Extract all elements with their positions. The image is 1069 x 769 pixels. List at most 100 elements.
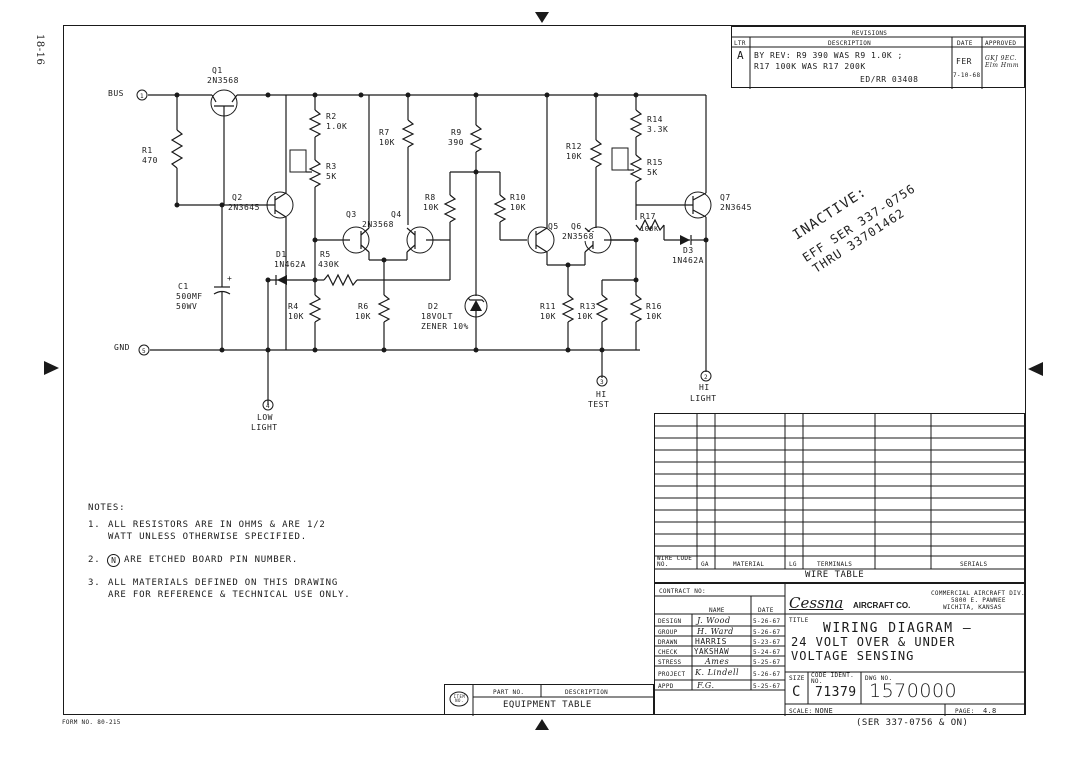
r14-value: 3.3K [647, 125, 669, 134]
r3-value: 5K [326, 172, 337, 181]
sign-date: 5-23-67 [753, 639, 781, 646]
note-3-line-2: ARE FOR REFERENCE & TECHNICAL USE ONLY. [108, 590, 351, 600]
dwg-no-label: DWG NO. [865, 675, 893, 682]
revisions-header: REVISIONS [852, 30, 888, 37]
hi-test-pin-number: 3 [600, 379, 604, 386]
q7-label: Q7 [720, 193, 731, 202]
r11-value: 10K [540, 312, 556, 321]
notes-heading: NOTES: [88, 503, 126, 513]
r13-value: 10K [577, 312, 593, 321]
hi-test-label-2: TEST [588, 400, 610, 409]
revisions-col-approved: APPROVED [985, 40, 1017, 47]
page-value: 4.8 [983, 707, 997, 715]
r2-value: 1.0K [326, 122, 348, 131]
equipment-table-caption: EQUIPMENT TABLE [503, 700, 592, 710]
wire-table: WIRE CODE NO. GA MATERIAL LG TERMINALS S… [654, 413, 1026, 583]
r1-label: R1 [142, 146, 153, 155]
sign-role: DRAWN [658, 639, 678, 646]
r10-value: 10K [510, 203, 526, 212]
sign-date: 5-26-67 [753, 629, 781, 636]
gnd-terminal-label: GND [114, 343, 130, 352]
d2-value-1: 18VOLT [421, 312, 453, 321]
d3-label: D3 [683, 246, 694, 255]
sign-col-name: NAME [709, 607, 725, 614]
q3-q4-value: 2N3568 [362, 220, 394, 229]
revision-approved: GKJ 9EC. Elm Hmm [985, 55, 1020, 69]
r2-label: R2 [326, 112, 337, 121]
r9-label: R9 [451, 128, 462, 137]
q5-q6-value: 2N3568 [562, 232, 594, 241]
division-line-2: 5800 E. PAWNEE [951, 597, 1006, 604]
sign-role: PROJECT [658, 671, 686, 678]
low-light-label-2: LIGHT [251, 423, 278, 432]
r1-value: 470 [142, 156, 158, 165]
revisions-col-ltr: LTR [734, 40, 746, 47]
code-ident-value: 71379 [815, 685, 857, 700]
d3-value: 1N462A [672, 256, 704, 265]
note-3-line-1: ALL MATERIALS DEFINED ON THIS DRAWING [108, 578, 339, 588]
c1-label: C1 [178, 282, 189, 291]
wire-col-code: WIRE CODE NO. [657, 555, 693, 568]
title-block-grid [655, 584, 1026, 716]
wire-col-lg: LG [789, 561, 797, 568]
c1-voltage: 50WV [176, 302, 198, 311]
wire-col-terminals: TERMINALS [817, 561, 853, 568]
q1-value: 2N3568 [207, 76, 239, 85]
sign-date: 5-25-67 [753, 683, 781, 690]
drawing-title-line-1: WIRING DIAGRAM — [823, 621, 973, 636]
r17-value: 100K [640, 225, 659, 233]
revisions-col-description: DESCRIPTION [828, 40, 872, 47]
sign-role: STRESS [658, 659, 682, 666]
r15-value: 5K [647, 168, 658, 177]
revision-date: 7-10-68 [953, 72, 981, 79]
division-line-3: WICHITA, KANSAS [943, 604, 1002, 611]
d2-label: D2 [428, 302, 439, 311]
r16-value: 10K [646, 312, 662, 321]
size-label: SIZE [789, 675, 805, 682]
equipment-col-part: PART NO. [493, 689, 525, 696]
note-1-line-1: ALL RESISTORS ARE IN OHMS & ARE 1/2 [108, 520, 326, 530]
sign-name: HARRIS [695, 637, 727, 646]
company-logo-wordmark: Cessna [789, 594, 844, 612]
sign-name: K. Lindell [695, 668, 740, 677]
division-line-1: COMMERCIAL AIRCRAFT DIV. [931, 590, 1025, 597]
r3-label: R3 [326, 162, 337, 171]
q2-value: 2N3645 [228, 203, 260, 212]
sign-date: 5-26-67 [753, 671, 781, 678]
c1-value: 500µF [176, 292, 203, 301]
d1-label: D1 [276, 250, 287, 259]
revisions-col-date: DATE [957, 40, 973, 47]
wire-col-ga: GA [701, 561, 709, 568]
equipment-table-grid [449, 685, 655, 716]
sign-name: J. Wood [697, 616, 731, 625]
r17-label: R17 [640, 212, 656, 221]
r9-value: 390 [448, 138, 464, 147]
r8-label: R8 [425, 193, 436, 202]
revision-who: FER [956, 57, 972, 66]
r10-label: R10 [510, 193, 526, 202]
q7-value: 2N3645 [720, 203, 752, 212]
drawing-title-line-2: 24 VOLT OVER & UNDER [791, 635, 956, 649]
title-block: CONTRACT NO: NAME DATE DESIGN J. Wood 5-… [654, 583, 1026, 716]
form-number: FORM NO. 80-215 [62, 719, 121, 726]
hi-test-label-1: HI [596, 390, 607, 399]
revisions-grid [732, 36, 1026, 89]
note-1-number: 1. [88, 520, 101, 530]
equipment-table: ITEM NO. PART NO. DESCRIPTION EQUIPMENT … [444, 684, 655, 716]
r5-value: 430K [318, 260, 340, 269]
sign-role: DESIGN [658, 618, 682, 625]
q5-label: Q5 [548, 222, 559, 231]
bus-pin-number: 1 [140, 93, 144, 100]
centering-arrow-bottom [535, 719, 549, 730]
revision-line-1: BY REV: R9 390 WAS R9 1.0K ; [754, 51, 903, 60]
r6-value: 10K [355, 312, 371, 321]
sign-name: Ames [705, 657, 730, 666]
q2-label: Q2 [232, 193, 243, 202]
sign-date: 5-24-67 [753, 649, 781, 656]
bus-terminal-label: BUS [108, 89, 124, 98]
scale-label: SCALE: [789, 708, 813, 715]
r12-label: R12 [566, 142, 582, 151]
r16-label: R16 [646, 302, 662, 311]
hi-light-label-2: LIGHT [690, 394, 717, 403]
